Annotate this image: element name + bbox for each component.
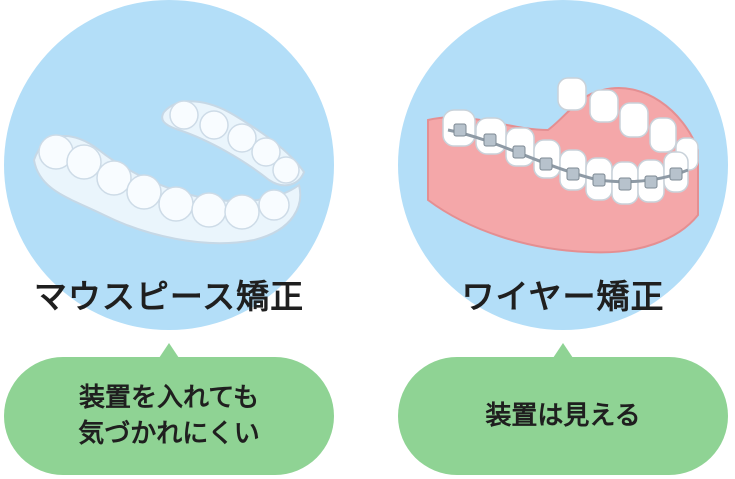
clear-aligner-icon: [32, 100, 306, 245]
panel-title-aligner: マウスピース矯正: [33, 277, 305, 316]
panel-circle-aligner: マウスピース矯正: [4, 0, 334, 330]
panel-title-wire: ワイヤー矯正: [461, 277, 665, 316]
bubble-wire: 装置は見える: [398, 343, 728, 475]
bubble-aligner: 装置を入れても 気づかれにくい: [4, 343, 334, 475]
bubble-text-aligner: 装置を入れても 気づかれにくい: [78, 380, 259, 452]
braces-dental-arch-icon: [427, 77, 699, 254]
bubble-line: 気づかれにくい: [78, 419, 260, 449]
bubble-text-wire: 装置は見える: [485, 398, 640, 434]
panel-circle-wire: ワイヤー矯正: [398, 0, 728, 330]
bubble-line: 装置を入れても: [79, 383, 259, 413]
bubble-line: 装置は見える: [485, 401, 641, 431]
